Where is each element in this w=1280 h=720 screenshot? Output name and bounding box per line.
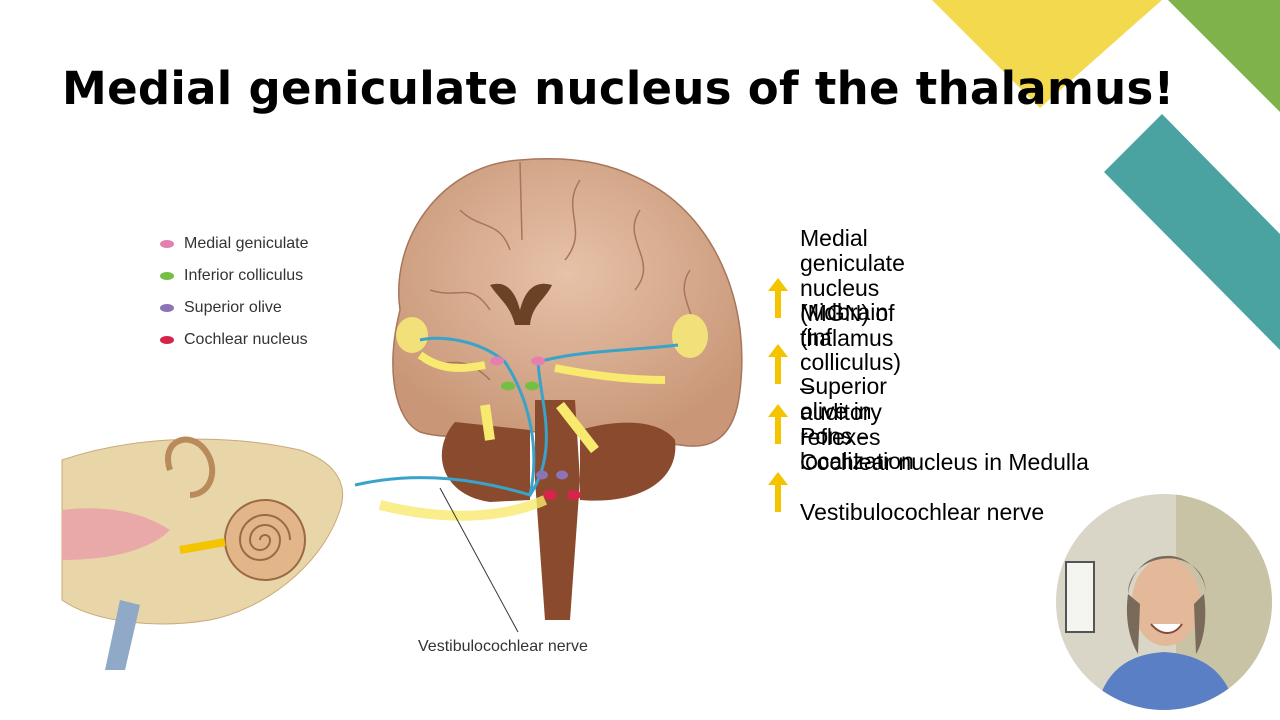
legend-swatch: [160, 240, 174, 248]
cochlea: [224, 499, 306, 581]
auditory-cortex-left: [396, 317, 428, 353]
legend-label: Superior olive: [184, 299, 282, 316]
legend-item: Inferior colliculus: [160, 260, 309, 292]
teal-shape: [1104, 114, 1280, 350]
legend-label: Inferior colliculus: [184, 267, 304, 284]
medial-geniculate-dot-left: [490, 356, 504, 366]
up-arrow-icon: [768, 404, 788, 444]
flow-arrow: [480, 404, 495, 441]
superior-olive-dot-left: [536, 470, 548, 480]
up-arrow-icon: [768, 344, 788, 384]
cochlear-nucleus-dot-left: [543, 490, 557, 500]
presenter-video: [1056, 494, 1272, 710]
up-arrow-icon: [768, 278, 788, 318]
slide-title: Medial geniculate nucleus of the thalamu…: [62, 62, 1175, 115]
pathway-step: Vestibulocochlear nerve: [800, 499, 1045, 525]
pathway-step: Cochlear nucleus in Medulla: [800, 449, 1089, 475]
figure-nerve-label: Vestibulocochlear nerve: [418, 638, 588, 655]
pathway-step: Superior olive in Pons - localization: [800, 373, 914, 474]
legend-swatch: [160, 272, 174, 280]
cochlea-spiral: [238, 514, 291, 561]
legend-item: Cochlear nucleus: [160, 324, 309, 356]
cerebrum: [392, 158, 743, 447]
pathway-nerve-blue: [354, 336, 536, 497]
pathway-step: Midbrain (inf colliculus) – auditory ref…: [800, 299, 901, 450]
superior-olive-dot-right: [556, 470, 568, 480]
auditory-cortex-right: [672, 314, 708, 358]
eustachian-tube: [105, 600, 140, 670]
green-shape: [1168, 0, 1280, 112]
ear-canal: [62, 508, 170, 560]
flow-arrow: [417, 351, 486, 372]
presenter-webcam: [1056, 494, 1272, 710]
yellow-triangle: [932, 0, 1162, 108]
gyri: [419, 161, 695, 381]
semicircular-canals: [165, 436, 216, 498]
inferior-colliculus-dot-right: [525, 381, 539, 391]
flow-arrow: [378, 495, 548, 521]
inferior-colliculus-dot-left: [501, 381, 515, 391]
auditory-pathway-figure: [61, 158, 743, 670]
legend-swatch: [160, 304, 174, 312]
legend-item: Medial geniculate: [160, 228, 309, 260]
nerve-label-pointer: [439, 487, 519, 633]
cerebellum-right: [580, 422, 676, 501]
legend-swatch: [160, 336, 174, 344]
ear-flow-arrow: [179, 538, 226, 554]
pathway-step: Medial geniculate nucleus (MGN) of thala…: [800, 225, 905, 351]
brainstem: [535, 400, 580, 620]
flow-arrow: [554, 364, 666, 384]
legend-item: Superior olive: [160, 292, 309, 324]
medial-geniculate-dot-right: [531, 356, 545, 366]
legend-label: Medial geniculate: [184, 235, 309, 252]
up-arrow-icon: [768, 472, 788, 512]
flow-arrow: [556, 401, 599, 454]
cochlear-nucleus-dot-right: [567, 490, 581, 500]
ventricles: [490, 283, 552, 325]
legend-label: Cochlear nucleus: [184, 331, 308, 348]
legend: Medial geniculate Inferior colliculus Su…: [160, 228, 309, 356]
